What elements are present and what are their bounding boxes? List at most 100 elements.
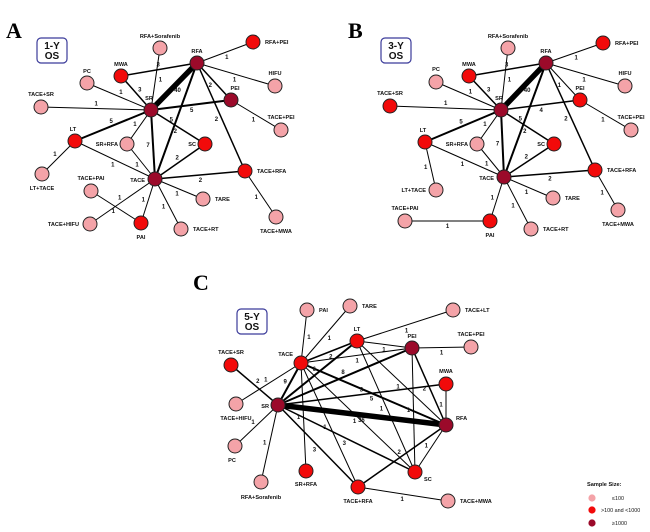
node-pc: PC (79, 69, 95, 91)
node-circle (440, 493, 456, 509)
edge-label: 40 (524, 88, 531, 94)
edge-label: 3 (156, 63, 160, 69)
node-label: LT (354, 327, 361, 333)
edge-rfa-tace (154, 62, 198, 180)
edge-label: 1 (511, 203, 515, 209)
edge-lt-tace (424, 141, 505, 178)
sample-size-legend: Sample Size: ≤100 >100 and <1000 ≥1000 (587, 482, 640, 527)
edge-tace-plus-rfa-tace-plus-mwa (357, 486, 449, 502)
edge-label: 1 (405, 328, 409, 334)
edge-label: 3 (343, 441, 347, 447)
edge-label: 2 (256, 379, 260, 385)
node-label: RFA (540, 49, 551, 55)
edge-label: 1 (159, 78, 163, 84)
edge-label: 1 (162, 204, 166, 210)
node-circle (382, 98, 398, 114)
node-circle (253, 474, 269, 490)
node-circle (119, 136, 135, 152)
node-label: MWA (114, 62, 128, 68)
node-circle (270, 397, 286, 413)
node-tace-plus-pai: TACE+PAI (78, 176, 105, 199)
edge-label: 1 (508, 78, 512, 84)
edge-sr-tace-plus-sr (230, 364, 279, 406)
edge-sr-pc (86, 82, 152, 111)
edge-label: 3 (505, 63, 509, 69)
edge-tace-pei (300, 347, 413, 364)
node-label: RFA+PEI (615, 41, 639, 47)
node-label: TACE+MWA (460, 499, 492, 505)
node-label: MWA (462, 62, 476, 68)
edge-tace-tare (503, 176, 554, 199)
node-label: PAI (137, 235, 146, 241)
edge-label: 1 (401, 497, 405, 503)
edge-sr-pc (435, 81, 502, 111)
edge-tace-tace-plus-rfa (300, 362, 359, 488)
node-tace-plus-rfa: TACE+RFA (587, 162, 636, 178)
edge-tace-tace-plus-hifu (89, 178, 156, 225)
node-circle (417, 134, 433, 150)
edge-sr-mwa (120, 75, 152, 111)
edge-label: 2 (174, 129, 178, 135)
edge-rfa-sc (414, 424, 447, 473)
panel-c-5y-os: C5-YOS3611215911111161118211321133121PAI… (193, 270, 492, 509)
node-rfa: RFA (538, 49, 554, 71)
node-circle (82, 216, 98, 232)
edge-rfa-hifu (196, 62, 276, 87)
edge-label: 3 (487, 88, 491, 94)
node-lt-plus-tace: LT+TACE (402, 182, 444, 198)
node-tare: TARE (545, 190, 580, 206)
badge-line: OS (389, 51, 404, 62)
node-circle (197, 136, 213, 152)
edge-sr-mwa (468, 75, 502, 111)
node-lt: LT (417, 128, 433, 150)
node-label: LT (70, 127, 77, 133)
edge-label: 1 (118, 195, 122, 201)
node-circle (237, 163, 253, 179)
node-sr-plus-rfa: SR+RFA (446, 136, 485, 152)
node-label: SR+RFA (446, 142, 468, 148)
edge-label: 1 (461, 162, 465, 168)
node-circle (33, 99, 49, 115)
node-label: PEI (407, 334, 416, 340)
node-circle (397, 213, 413, 229)
node-mwa: MWA (113, 62, 129, 84)
node-circle (245, 34, 261, 50)
node-circle (428, 74, 444, 90)
edge-tace-sr (277, 362, 302, 406)
edge-label: 1 (601, 117, 605, 123)
edge-label: 5 (370, 397, 374, 403)
node-label: LT (420, 128, 427, 134)
edge-sr-lt (74, 109, 152, 142)
node-label: TACE+RT (543, 227, 569, 233)
node-label: TACE+LT (465, 308, 490, 314)
node-lt-plus-tace: LT+TACE (30, 166, 55, 192)
edge-label: 1 (407, 408, 411, 414)
edge-label: 2 (397, 450, 401, 456)
node-circle (349, 333, 365, 349)
node-circle (223, 357, 239, 373)
node-circle (623, 122, 639, 138)
node-circle (147, 171, 163, 187)
node-circle (610, 202, 626, 218)
node-circle (152, 40, 168, 56)
badge-line: 5-Y (244, 312, 260, 323)
node-circle (523, 221, 539, 237)
node-label: RFA (191, 49, 202, 55)
edge-sr-tace (150, 109, 156, 180)
node-rfa-plus-sorafenib: RFA+Sorafenib (241, 474, 282, 501)
edge-label: 2 (199, 178, 203, 184)
edge-tace-plus-rfa-tace-plus-mwa (594, 169, 619, 211)
edge-label: 1 (94, 102, 98, 108)
node-label: TACE+RFA (607, 168, 636, 174)
edge-rfa-pei (196, 62, 232, 101)
edge-label: 7 (146, 143, 150, 149)
edge-tace-sc (300, 362, 416, 473)
node-label: LT+TACE (402, 188, 427, 194)
edge-label: 1 (525, 190, 529, 196)
edge-pei-tace-plus-pei (230, 99, 282, 131)
node-label: TARE (362, 304, 377, 310)
node-tace-plus-hifu: TACE+HIFU (48, 216, 98, 232)
node-label: RFA (456, 416, 467, 422)
